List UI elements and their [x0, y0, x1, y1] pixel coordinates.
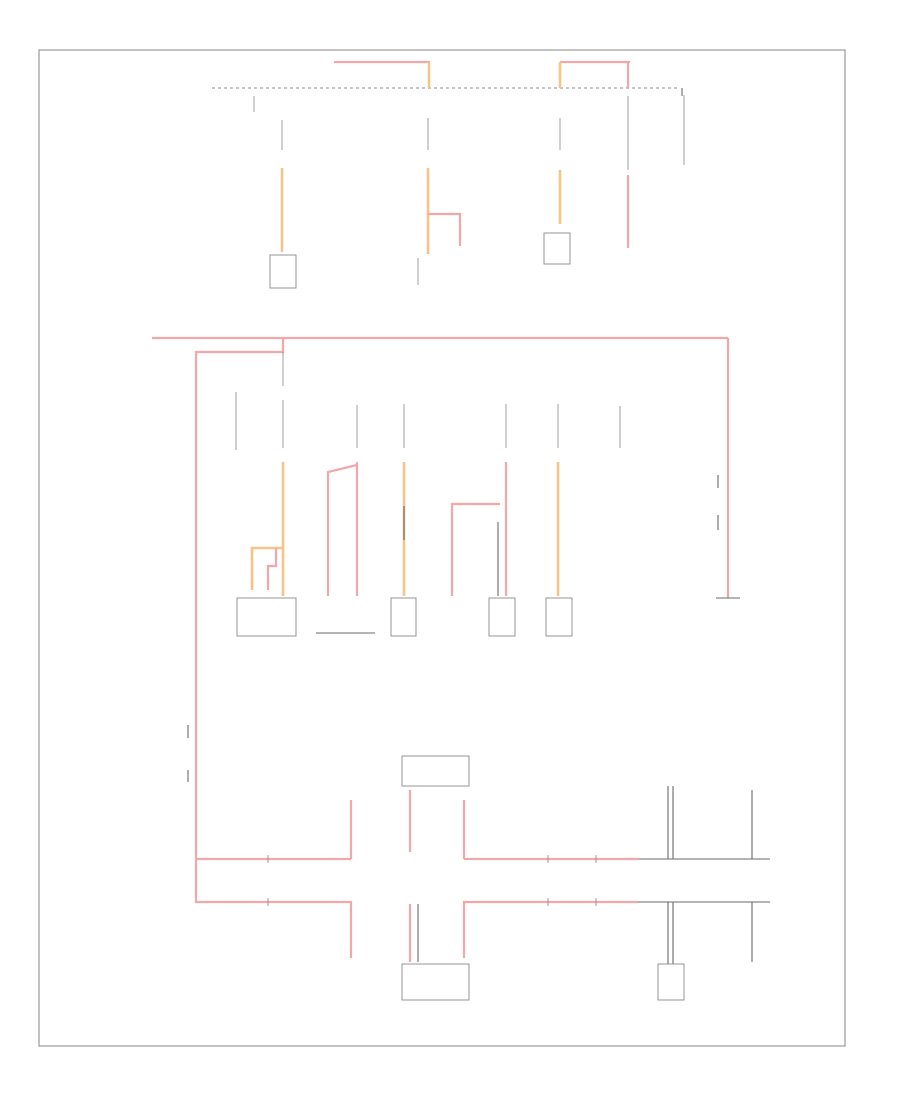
- junction-ticks: [267, 855, 597, 906]
- mid-branch-d: [450, 404, 516, 637]
- bottom-bus-1: [196, 755, 770, 861]
- bottom-bus-2: [194, 895, 770, 1001]
- top-power-bus: [212, 60, 685, 165]
- top-branch-3: [543, 118, 571, 265]
- mid-branch-a: [236, 400, 297, 637]
- mid-branch-b: [316, 405, 375, 634]
- bottom-component-center-top: [401, 755, 470, 787]
- mid-component-d: [488, 597, 516, 637]
- mid-branch-c: [390, 404, 417, 637]
- top-component-3: [543, 232, 571, 265]
- middle-bus: [152, 336, 730, 895]
- bottom-right-verticals: [657, 786, 753, 1001]
- bottom-component-right: [657, 963, 685, 1001]
- mid-component-c: [390, 597, 417, 637]
- top-branch-1: [269, 120, 297, 289]
- mid-branch-e: [545, 404, 573, 637]
- top-branch-2: [417, 118, 462, 285]
- top-component-1: [269, 254, 297, 289]
- right-stack: [716, 475, 740, 599]
- mid-component-a: [236, 597, 297, 637]
- mid-component-e: [545, 597, 573, 637]
- diagram-border: [38, 49, 846, 1047]
- bottom-component-center-bottom: [401, 963, 470, 1001]
